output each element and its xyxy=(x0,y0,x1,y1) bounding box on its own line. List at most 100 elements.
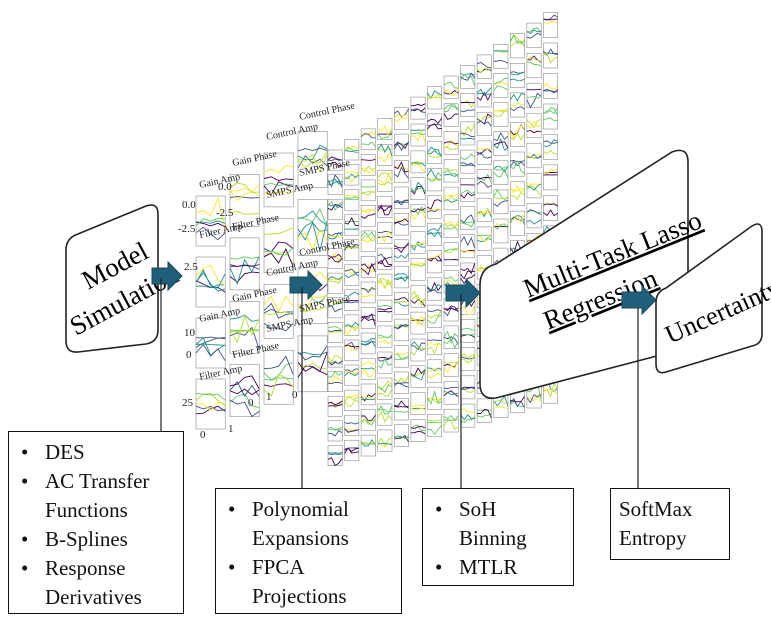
mini-plot-curve xyxy=(327,326,343,332)
mini-plot-curve xyxy=(327,453,343,456)
mini-plot-curve xyxy=(427,343,442,346)
mini-plot-curve xyxy=(427,342,442,355)
mini-plot-panel xyxy=(526,22,542,48)
mini-plot-curve xyxy=(327,374,343,385)
mini-plot-curve xyxy=(410,294,426,307)
mini-plot-curve xyxy=(443,280,459,286)
feature-item-b-splines: B-Splines xyxy=(17,525,175,554)
mini-plot-curve xyxy=(195,197,226,229)
mini-plot-panel xyxy=(460,234,476,259)
mini-plot-panel xyxy=(377,403,393,426)
mini-plot-curve xyxy=(493,223,509,230)
mini-plot-curve xyxy=(460,73,476,87)
mini-plot-curve xyxy=(460,73,475,76)
mini-plot-curve xyxy=(477,93,492,95)
mini-plot-panel xyxy=(526,203,542,229)
mini-plot-curve xyxy=(360,263,376,269)
panel-label-gain-phase-2: Gain Phase xyxy=(231,285,278,305)
mini-plot-curve xyxy=(526,219,542,225)
mini-plot-curve xyxy=(263,241,294,253)
mini-plot-panel xyxy=(543,195,558,221)
mini-plot-curve xyxy=(443,330,459,344)
mini-plot-curve xyxy=(327,331,343,333)
mini-plot-curve xyxy=(510,106,525,112)
mini-plot-panel xyxy=(460,206,476,230)
mini-plot-curve xyxy=(443,169,459,178)
mini-plot-curve xyxy=(327,275,343,281)
mini-plot-curve xyxy=(410,346,426,356)
mini-plot-curve xyxy=(377,230,393,234)
mini-plot-curve xyxy=(543,140,558,144)
mini-plot-curve xyxy=(195,405,226,415)
mini-plot-panel xyxy=(493,218,509,244)
mini-plot-curve xyxy=(297,351,328,373)
mini-plot-curve xyxy=(410,430,426,435)
mini-plot-curve xyxy=(510,78,525,82)
mini-plot-curve xyxy=(427,367,442,372)
mini-plot-panel xyxy=(510,63,525,88)
mini-plot-curve xyxy=(394,351,409,356)
mini-plot-curve xyxy=(327,360,343,365)
mini-plot-panel xyxy=(195,195,226,247)
mini-plot-panel xyxy=(360,409,376,431)
mini-plot-curve xyxy=(410,187,426,193)
tick-label: 2.5 xyxy=(184,261,198,273)
feature-plot-grid-small xyxy=(195,131,328,430)
mini-plot-curve xyxy=(263,182,294,187)
mini-plot-curve xyxy=(460,327,475,331)
connector-lines xyxy=(160,278,639,488)
mini-plot-curve xyxy=(297,151,328,169)
mini-plot-curve xyxy=(510,396,525,403)
mini-plot-panel xyxy=(410,96,426,120)
mini-plot-curve xyxy=(526,120,542,129)
mini-plot-curve xyxy=(229,326,260,350)
mini-plot-curve xyxy=(229,388,260,396)
mini-plot-curve xyxy=(427,283,442,291)
mini-plot-curve xyxy=(460,72,476,81)
mini-plot-curve xyxy=(195,269,226,289)
mini-plot-curve xyxy=(543,83,559,91)
mini-plot-curve xyxy=(195,226,226,241)
mini-plot-curve xyxy=(344,171,360,184)
mini-plot-curve xyxy=(443,305,459,312)
mini-plot-panel xyxy=(360,230,376,253)
mini-plot-curve xyxy=(344,396,360,403)
mini-plot-curve xyxy=(477,409,492,412)
mini-plot-curve xyxy=(327,457,343,467)
mini-plot-curve xyxy=(460,354,476,364)
mini-plot-curve xyxy=(327,300,343,304)
mini-plot-panel xyxy=(493,73,509,98)
mini-plot-panel xyxy=(443,159,459,183)
mini-plot-curve xyxy=(476,151,492,159)
mini-plot-curve xyxy=(410,263,426,267)
mini-plot-curve xyxy=(394,221,409,226)
mini-plot-curve xyxy=(229,188,260,197)
tick-label: 0.0 xyxy=(182,199,196,211)
mini-plot-curve xyxy=(460,305,476,315)
mini-plot-curve xyxy=(229,265,260,270)
mini-plot-panel xyxy=(229,364,260,417)
mini-plot-curve xyxy=(526,183,542,191)
arrow-icon xyxy=(445,277,481,309)
mini-plot-curve xyxy=(344,447,359,452)
mini-plot-panel xyxy=(327,297,343,319)
mini-plot-curve xyxy=(510,159,525,174)
mini-plot-panel xyxy=(410,258,426,281)
mini-plot-curve xyxy=(443,220,459,228)
mini-plot-panel xyxy=(327,272,343,294)
mini-plot-curve xyxy=(344,273,360,279)
tick-label: 0 xyxy=(292,389,298,401)
mini-plot-curve xyxy=(360,438,376,447)
mini-plot-curve xyxy=(327,305,343,313)
mini-plot-panel xyxy=(377,377,393,400)
mini-plot-curve xyxy=(493,197,509,200)
mini-plot-curve xyxy=(427,281,443,292)
mini-plot-panel xyxy=(526,52,542,79)
mini-plot-panel xyxy=(410,123,426,147)
mini-plot-curve xyxy=(493,59,509,64)
mini-plot-curve xyxy=(361,191,376,194)
mini-plot-curve xyxy=(427,389,442,405)
mini-plot-panel xyxy=(327,248,343,269)
mini-plot-curve xyxy=(526,29,542,34)
mini-plot-curve xyxy=(543,149,558,155)
